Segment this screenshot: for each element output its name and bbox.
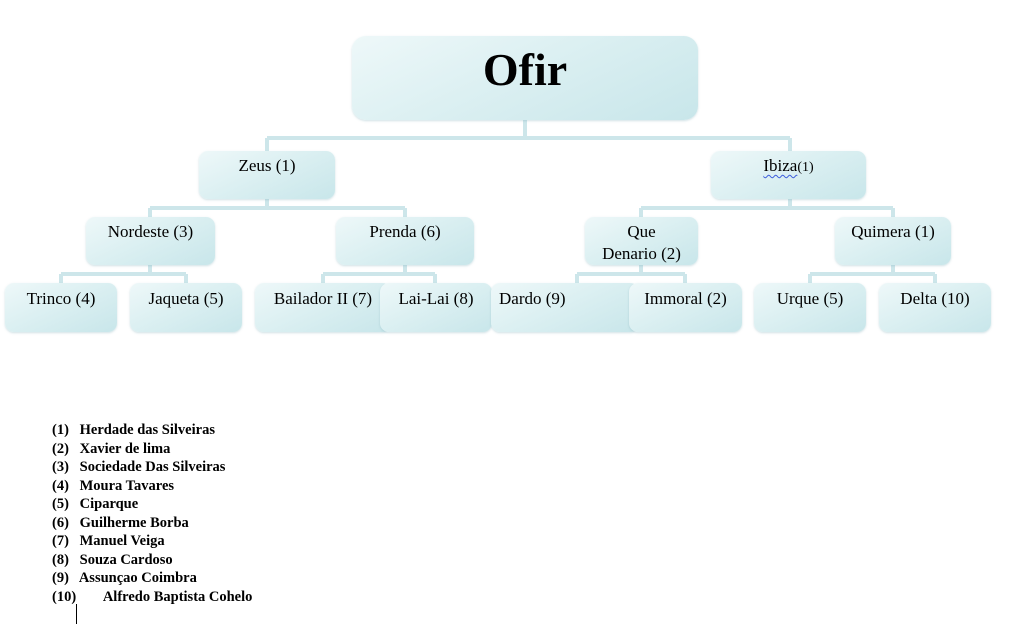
node-quimera-label: Quimera (1) [851, 222, 935, 241]
node-ibiza-number: (1) [797, 160, 814, 175]
legend-owner: Ciparque [79, 496, 139, 512]
node-zeus-label: Zeus (1) [238, 156, 296, 175]
node-ibiza: Ibiza(1) [711, 151, 866, 199]
legend-item: (3) Sociedade Das Silveiras [52, 458, 252, 477]
connector-prenda [321, 265, 437, 283]
legend-number: (5) [52, 496, 69, 512]
legend-number: (10) [52, 588, 77, 605]
node-lailai-label: Lai-Lai (8) [398, 289, 474, 308]
node-trinco: Trinco (4) [5, 283, 117, 332]
legend-item: (5) Ciparque [52, 495, 252, 514]
node-ofir-label: Ofir [482, 44, 568, 95]
legend-owner: Manuel Veiga [79, 533, 165, 549]
legend-number: (8) [52, 551, 69, 568]
legend-number: (2) [52, 440, 69, 457]
node-delta-label: Delta (10) [900, 289, 970, 308]
connector-nordeste [59, 265, 188, 283]
connector-quimera [808, 265, 937, 283]
legend-item: (6) Guilherme Borba [52, 514, 252, 533]
node-immoral: Immoral (2) [629, 283, 742, 332]
node-que-denario: Que Denario (2) [585, 217, 698, 265]
legend-item: (9) Assunçao Coimbra [52, 569, 252, 588]
legend-list: (1) Herdade das Silveiras (2) Xavier de … [52, 421, 252, 606]
node-jaqueta-label: Jaqueta (5) [148, 289, 224, 308]
legend-item: (7) Manuel Veiga [52, 532, 252, 551]
legend-owner: Alfredo Baptista Cohelo [102, 588, 253, 605]
connector-quedenario [575, 265, 687, 283]
node-bailador-label: Bailador II (7) [273, 289, 373, 308]
node-bailador: Bailador II (7) [255, 283, 391, 332]
legend-owner: Herdade das Silveiras [79, 422, 215, 438]
node-prenda: Prenda (6) [336, 217, 474, 265]
node-immoral-label: Immoral (2) [644, 289, 727, 308]
node-ofir: Ofir [352, 36, 698, 120]
legend-number: (1) [52, 422, 69, 438]
connector-zeus [148, 199, 407, 217]
connector-ibiza [639, 199, 895, 217]
node-zeus: Zeus (1) [199, 151, 335, 199]
node-prenda-label: Prenda (6) [369, 222, 441, 241]
legend-owner: Souza Cardoso [79, 551, 173, 568]
legend-number: (3) [52, 459, 69, 475]
node-lailai: Lai-Lai (8) [380, 283, 492, 332]
legend-owner: Guilherme Borba [79, 514, 189, 531]
legend-item: (2) Xavier de lima [52, 440, 252, 459]
node-delta: Delta (10) [879, 283, 991, 332]
legend-item: (8) Souza Cardoso [52, 551, 252, 570]
node-nordeste-label: Nordeste (3) [107, 222, 194, 241]
node-jaqueta: Jaqueta (5) [130, 283, 242, 332]
node-urque: Urque (5) [754, 283, 866, 332]
node-dardo: Dardo (9) [491, 283, 639, 332]
legend-item: (1) Herdade das Silveiras [52, 421, 252, 440]
node-ibiza-label: Ibiza [763, 156, 798, 175]
legend-item: (10) Alfredo Baptista Cohelo [52, 588, 252, 607]
node-que-denario-label: Que Denario (2) [602, 222, 681, 263]
connector-root [265, 119, 792, 151]
node-dardo-label: Dardo (9) [499, 289, 566, 308]
node-trinco-label: Trinco (4) [26, 289, 96, 308]
node-quimera: Quimera (1) [835, 217, 951, 265]
legend-item: (4) Moura Tavares [52, 477, 252, 496]
legend-owner: Assunçao Coimbra [78, 570, 197, 586]
text-cursor [76, 604, 77, 624]
node-nordeste: Nordeste (3) [86, 217, 215, 265]
legend-number: (7) [52, 533, 69, 549]
legend-number: (4) [52, 477, 69, 494]
node-urque-label: Urque (5) [776, 289, 844, 308]
legend-number: (9) [52, 570, 69, 586]
legend-owner: Xavier de lima [79, 440, 171, 457]
legend-number: (6) [52, 514, 69, 531]
legend-owner: Sociedade Das Silveiras [79, 459, 226, 475]
legend-owner: Moura Tavares [79, 477, 175, 494]
